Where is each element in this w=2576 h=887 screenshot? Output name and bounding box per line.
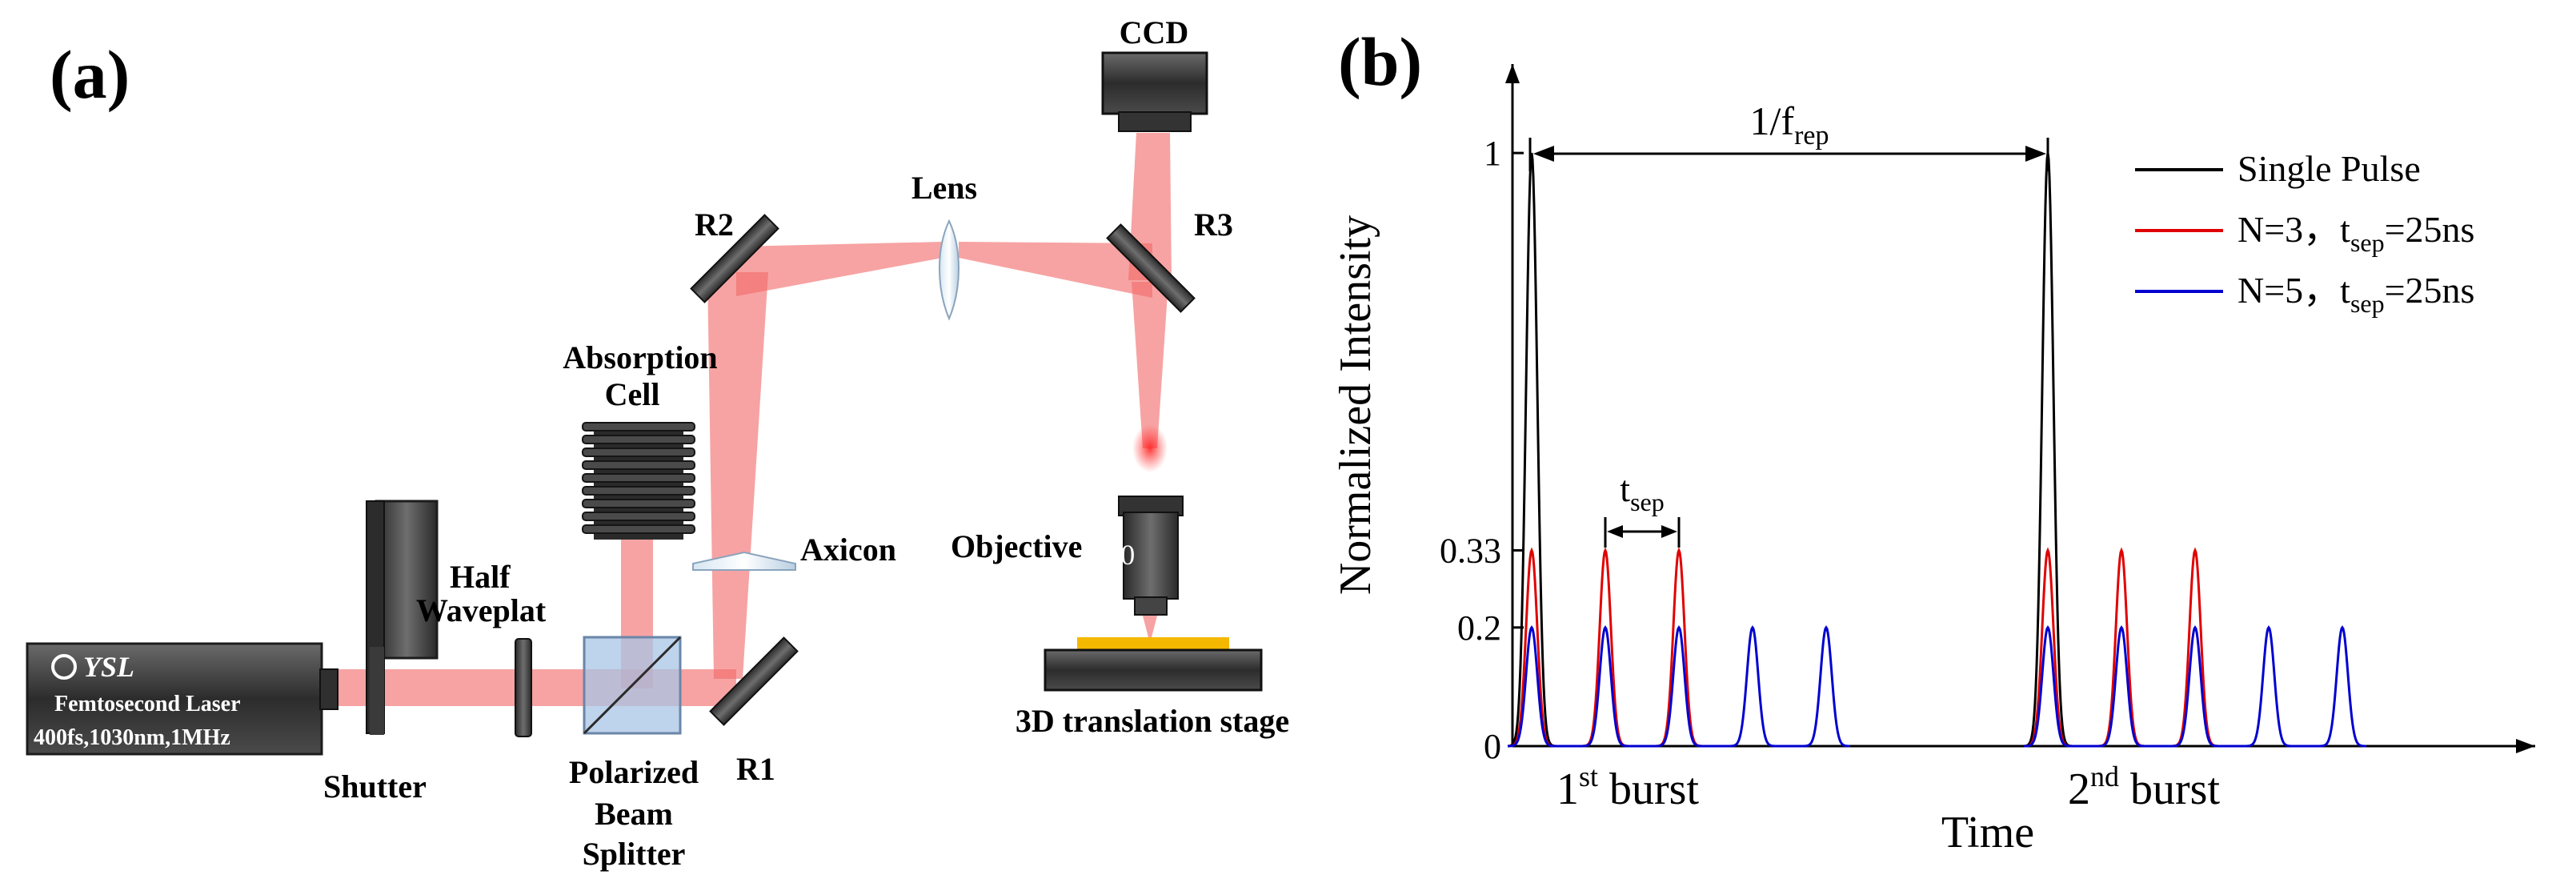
absorption-label-line2: Cell xyxy=(605,376,660,412)
series-line-n3 xyxy=(2024,547,2219,748)
absorption-label-line1: Absorption xyxy=(563,339,717,375)
beam-lens-to-r3 xyxy=(959,242,1152,298)
lens-label: Lens xyxy=(911,170,977,206)
beam-r3-to-objective xyxy=(1132,282,1168,448)
mirror-r2: R2 xyxy=(690,207,779,303)
half-waveplate-label-line2: Waveplat xyxy=(416,592,547,628)
axicon-label: Axicon xyxy=(800,532,896,568)
objective-label: Objective xyxy=(951,528,1082,564)
axicon: Axicon xyxy=(692,532,896,571)
half-waveplate-label-line1: Half xyxy=(450,559,511,595)
stage-label: 3D translation stage xyxy=(1016,703,1289,739)
tsep-label: tsep xyxy=(1620,468,1664,516)
burst-label: 1st burst xyxy=(1556,761,1699,814)
ccd-label: CCD xyxy=(1120,14,1189,50)
legend-entry: N=5，tsep=25ns xyxy=(2237,270,2474,318)
series-line-n3 xyxy=(1508,547,1703,748)
mirror-r3-label: R3 xyxy=(1194,207,1233,243)
mirror-r1: R1 xyxy=(709,636,799,787)
absorption-fin xyxy=(582,524,695,534)
lens: Lens xyxy=(911,170,977,321)
translation-stage: 3D translation stage xyxy=(1016,637,1289,739)
laser-brand: YSL xyxy=(83,651,134,683)
series-line-single xyxy=(1508,152,1556,748)
pbs-label-line3: Splitter xyxy=(583,836,686,872)
panel-a: (a) YSL Femtosecond Laser 400fs,1030nm,1… xyxy=(26,14,1289,872)
polarized-beam-splitter: Polarized Beam Splitter xyxy=(569,636,699,872)
x-axis-label: Time xyxy=(1941,808,2034,857)
shutter: Shutter xyxy=(323,500,439,805)
y-tick-label: 0.2 xyxy=(1457,608,1501,648)
series-line-n5 xyxy=(1508,625,1850,748)
absorption-fin xyxy=(582,422,695,431)
mirror-r2-label: R2 xyxy=(695,207,734,243)
half-waveplate: Half Waveplat xyxy=(416,559,547,737)
y-axis-label: Normalized Intensity xyxy=(1331,215,1380,595)
sample xyxy=(1077,637,1229,650)
y-tick-label: 1 xyxy=(1484,134,1501,173)
tsep-arrow-left-icon xyxy=(1607,525,1623,538)
absorption-fin xyxy=(582,448,695,457)
shutter-label: Shutter xyxy=(323,769,427,805)
y-tick-label: 0.33 xyxy=(1440,532,1501,571)
femtosecond-laser: YSL Femtosecond Laser 400fs,1030nm,1MHz xyxy=(26,642,339,756)
laser-spec: 400fs,1030nm,1MHz xyxy=(34,725,230,750)
y-tick-label: 0 xyxy=(1484,727,1501,766)
period-arrow-right-icon xyxy=(2025,146,2046,162)
beam-focus xyxy=(1132,424,1168,472)
tsep-arrow-right-icon xyxy=(1661,525,1677,538)
absorption-fin xyxy=(582,435,695,444)
period-arrow-left-icon xyxy=(1533,146,1554,162)
beam-r1-to-r2 xyxy=(707,272,768,679)
y-axis-arrow-icon xyxy=(1505,64,1520,83)
absorption-fin xyxy=(582,473,695,483)
absorption-fin xyxy=(582,460,695,470)
absorption-cell: Absorption Cell xyxy=(563,339,718,540)
legend-entry: N=3，tsep=25ns xyxy=(2237,209,2474,257)
burst-label: 2nd burst xyxy=(2068,761,2220,814)
pbs-label-line2: Beam xyxy=(595,796,673,832)
absorption-fin xyxy=(582,486,695,496)
absorption-fin xyxy=(582,512,695,521)
pbs-label-line1: Polarized xyxy=(569,754,699,790)
ccd-camera: CCD xyxy=(1101,14,1208,132)
objective-magnification: ×100 xyxy=(1076,539,1135,571)
period-label: 1/frep xyxy=(1750,98,1829,151)
laser-logo-icon xyxy=(51,654,77,680)
objective: Objective ×100 xyxy=(951,496,1184,616)
panel-b-label: (b) xyxy=(1338,23,1422,100)
mirror-r1-label: R1 xyxy=(736,751,775,787)
panel-a-label: (a) xyxy=(50,36,130,113)
series-line-n5 xyxy=(2024,625,2366,748)
mirror-r3: R3 xyxy=(1106,207,1233,313)
legend-entry: Single Pulse xyxy=(2237,148,2421,189)
beam-r2-to-lens xyxy=(736,242,943,296)
laser-name: Femtosecond Laser xyxy=(54,692,241,716)
x-axis-arrow-icon xyxy=(2516,739,2535,753)
absorption-fin xyxy=(582,499,695,508)
series-line-single xyxy=(2024,152,2072,748)
